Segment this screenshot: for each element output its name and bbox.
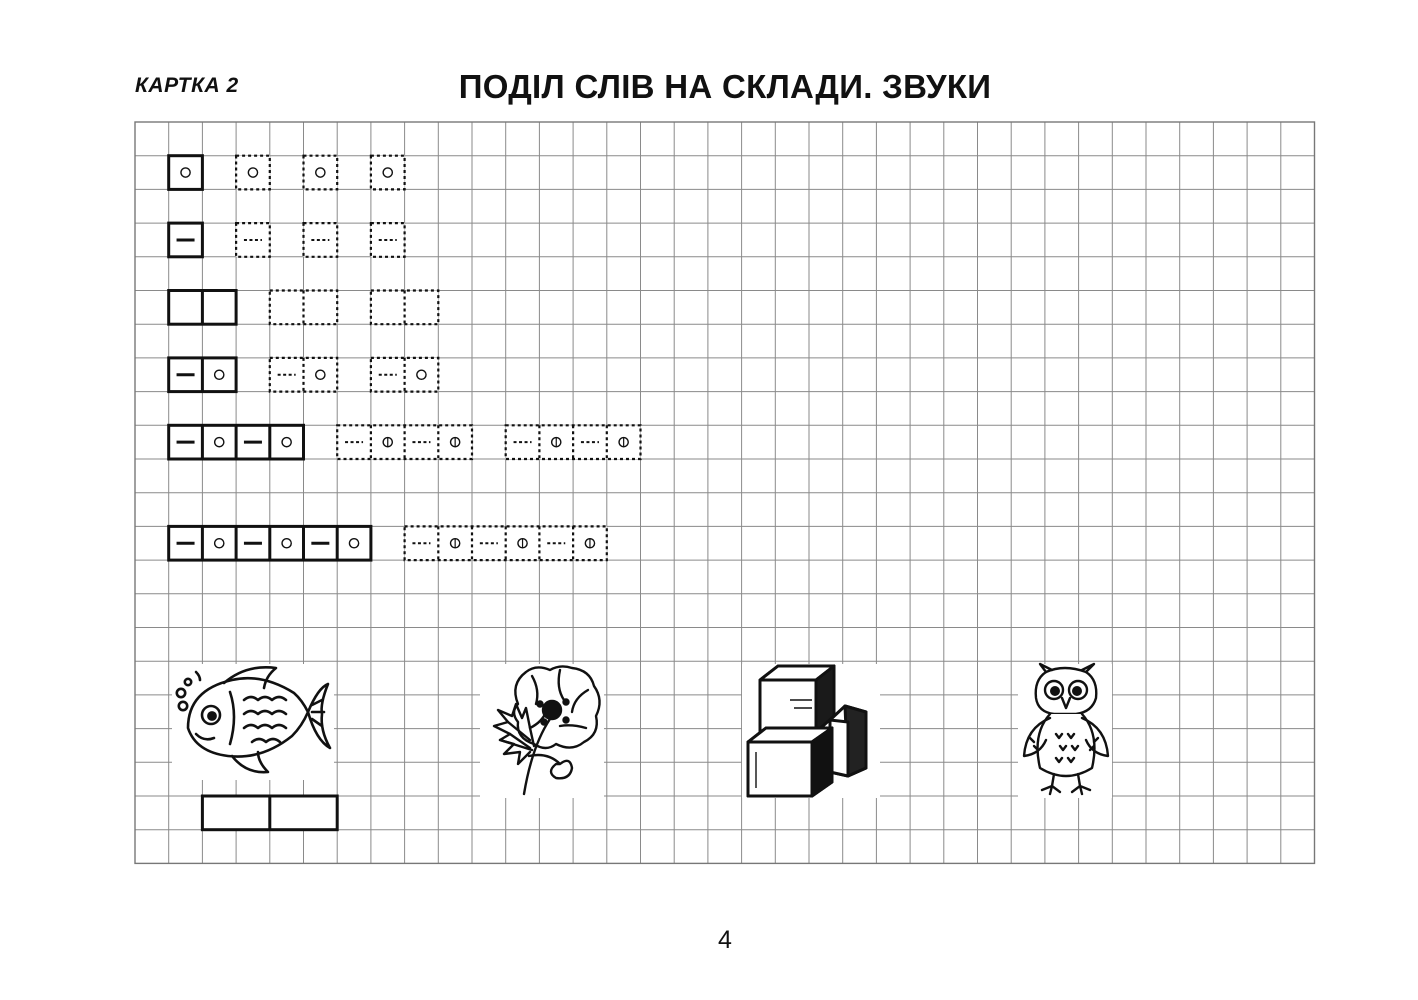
sample-scheme xyxy=(167,154,204,191)
sample-scheme xyxy=(167,356,238,394)
trace-scheme xyxy=(235,154,271,191)
poppy-picture xyxy=(480,664,604,798)
card-label: КАРТКА 2 xyxy=(135,74,239,97)
legend-row-word-three-syllables-sounds xyxy=(167,524,608,562)
sample-scheme xyxy=(167,221,204,259)
trace-scheme xyxy=(369,289,440,326)
vowel-mark xyxy=(382,167,394,178)
poppy-flower-icon xyxy=(492,665,601,796)
scheme-outline xyxy=(235,154,271,191)
vowel-mark xyxy=(416,369,427,381)
scheme-outline xyxy=(268,356,339,393)
fish-icon xyxy=(175,666,332,774)
scheme-outline xyxy=(369,289,440,326)
vowel-mark xyxy=(213,537,225,549)
trace-scheme xyxy=(369,222,406,258)
scheme-outline xyxy=(235,222,271,258)
scheme-outline xyxy=(302,154,339,191)
vowel-mark xyxy=(281,436,292,448)
legend-row-word-two-syllables-sounds xyxy=(167,423,642,461)
trace-scheme xyxy=(302,154,339,191)
trace-scheme xyxy=(302,222,339,258)
scheme-outline xyxy=(268,289,339,326)
page-number: 4 xyxy=(718,926,732,954)
cubes-icon xyxy=(746,664,868,798)
fish-picture xyxy=(172,664,339,832)
scheme-outline xyxy=(302,222,339,258)
scheme-outline xyxy=(403,525,608,562)
cubes-picture xyxy=(742,664,880,798)
trace-scheme xyxy=(504,424,642,461)
vowel-mark xyxy=(315,167,326,178)
vowel-mark xyxy=(348,537,360,549)
scheme-outline xyxy=(504,424,642,461)
trace-scheme xyxy=(403,525,608,562)
owl-picture xyxy=(1018,662,1112,798)
sample-scheme xyxy=(167,289,238,326)
trace-scheme xyxy=(268,356,339,393)
scheme-outline xyxy=(369,222,406,258)
vowel-mark xyxy=(281,537,292,549)
trace-scheme xyxy=(369,356,440,393)
scheme-outline xyxy=(369,154,406,191)
legend-row-syllable-consonant-vowel xyxy=(167,356,440,394)
sample-scheme xyxy=(167,423,305,461)
scheme-outline xyxy=(336,424,474,461)
trace-scheme xyxy=(268,289,339,326)
trace-scheme xyxy=(235,222,271,258)
vowel-mark xyxy=(213,436,225,448)
scheme-outline xyxy=(369,356,440,393)
trace-scheme xyxy=(336,424,474,461)
grid-border xyxy=(134,121,1316,865)
vowel-mark xyxy=(213,369,225,381)
legend-row-word-two-syllables xyxy=(167,289,440,326)
owl-icon xyxy=(1022,662,1110,796)
sound-scheme-legend xyxy=(167,154,642,562)
sample-scheme xyxy=(167,524,373,562)
scheme-outline xyxy=(167,154,204,191)
trace-scheme xyxy=(369,154,406,191)
vowel-mark xyxy=(315,369,326,381)
legend-row-vowel-sound xyxy=(167,154,406,191)
fish-answer-scheme xyxy=(200,794,339,832)
vowel-mark xyxy=(247,167,259,178)
vowel-mark xyxy=(180,167,191,178)
page-title: ПОДІЛ СЛІВ НА СКЛАДИ. ЗВУКИ xyxy=(458,68,992,105)
legend-row-consonant-sound xyxy=(167,221,406,259)
word-pictures xyxy=(172,662,1112,832)
